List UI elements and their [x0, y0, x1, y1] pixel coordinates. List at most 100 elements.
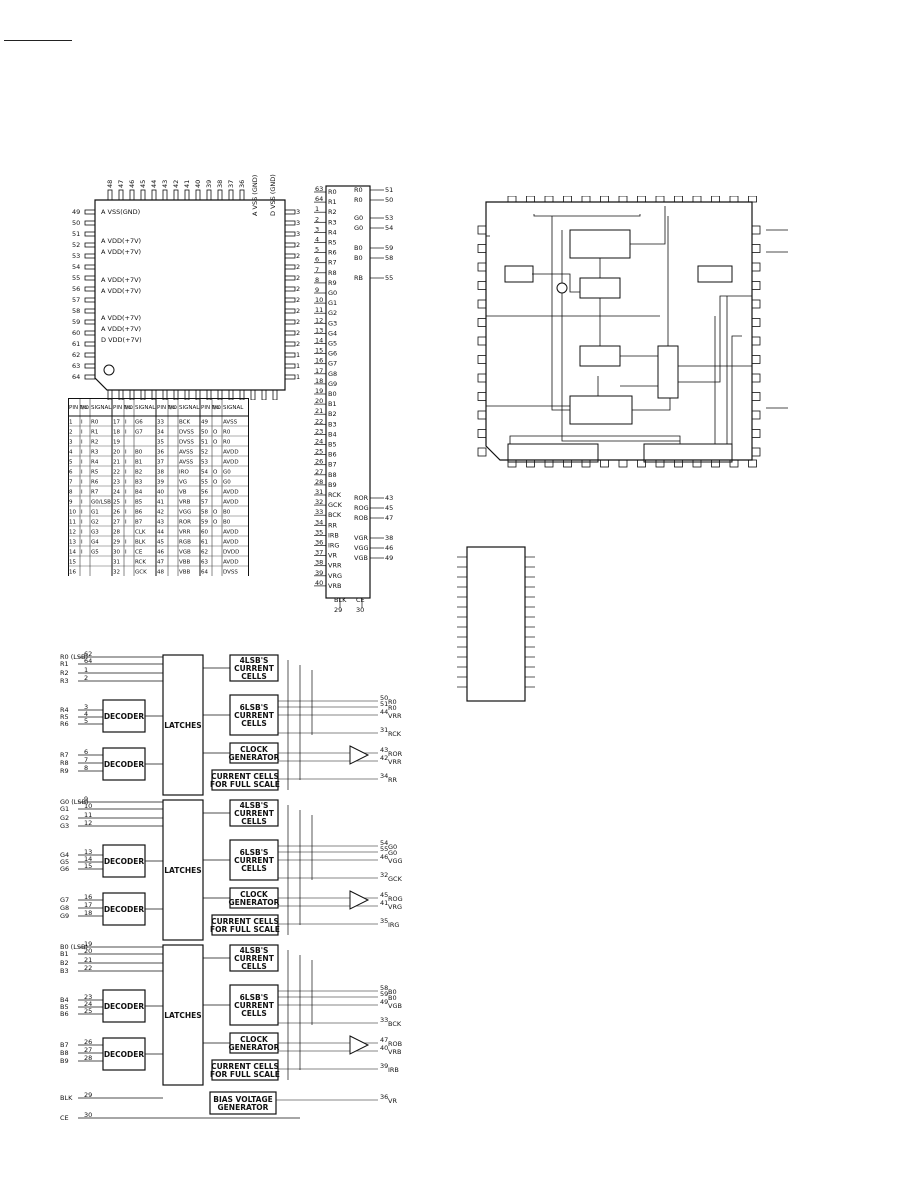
strip-left-pin-number: 3: [315, 225, 319, 233]
output-pin-number: 35: [380, 917, 388, 925]
lsb4-current-cells-block-label: CELLS: [241, 817, 267, 826]
table-cell: 9: [69, 500, 73, 506]
table-cell: O: [213, 480, 218, 486]
plcc-left-lead: [477, 447, 487, 457]
left-pin-number: 51: [72, 230, 80, 238]
table-cell: 31: [113, 560, 120, 566]
plcc-left-lead: [477, 392, 487, 401]
output-pin-number: 51: [380, 700, 388, 708]
table-cell: 24: [113, 490, 120, 496]
input-pin-number: 1: [84, 666, 88, 674]
table-cell: DVSS: [179, 440, 194, 446]
table-cell: 39: [157, 480, 164, 486]
strip-left-pin-number: 19: [315, 387, 323, 395]
table-cell: I: [125, 450, 127, 456]
top-pin-number: 48: [106, 180, 114, 188]
right-pin-number: 26: [296, 274, 300, 282]
plcc-top-lead: [600, 196, 609, 203]
table-cell: CE: [135, 550, 143, 556]
lsb4-current-cells-block-label: CURRENT: [234, 664, 275, 673]
lsb6-current-cells-block-label: 6LSB'S: [240, 703, 269, 712]
strip-right-signal: G0: [354, 214, 363, 222]
right-pin: [284, 341, 296, 347]
strip-body: [325, 185, 371, 599]
output-pin-number: 55: [380, 845, 388, 853]
table-cell: O: [213, 520, 218, 526]
table-cell: I: [125, 420, 127, 426]
lsb6-current-cells-block-label: CURRENT: [234, 1001, 275, 1010]
left-pin-number: 59: [72, 318, 80, 326]
bias-voltage-generator-block-label: BIAS VOLTAGE: [213, 1095, 273, 1104]
input-signal: G4: [60, 851, 69, 859]
top-pin-number: 38: [216, 180, 224, 188]
strip-left-pin-number: 32: [315, 498, 323, 506]
right-pin-number: 29: [296, 241, 300, 249]
strip-left-pin-number: 27: [315, 468, 323, 476]
right-pin-number: 31: [296, 219, 300, 227]
small-ic-body: [466, 546, 526, 702]
table-cell: VBB: [179, 560, 191, 566]
strip-left-signal: R0: [328, 188, 337, 196]
table-header: PIN No.: [157, 405, 177, 411]
bottom-pin: [118, 389, 124, 400]
right-pin-number: 21: [296, 329, 300, 337]
input-signal: R4: [60, 706, 69, 714]
plcc-wire: [678, 295, 752, 383]
top-pin-number: 47: [117, 180, 125, 188]
right-pin: [284, 352, 296, 358]
table-cell: 26: [113, 510, 120, 516]
output-signal: R0: [388, 704, 397, 712]
package-supply-label: A VDD(+7V): [101, 325, 141, 333]
top-pin-number: 39: [205, 180, 213, 188]
plcc-top-lead: [674, 196, 683, 203]
plcc-wire: [532, 273, 580, 293]
input-pin-number: 19: [84, 940, 92, 948]
output-signal: RR: [388, 776, 398, 784]
input-signal: R6: [60, 720, 69, 728]
right-pin: [284, 286, 296, 292]
table-header: I/O: [213, 405, 221, 411]
plcc-left-lead: [477, 318, 487, 327]
strip-left-signal: RR: [328, 521, 338, 529]
table-cell: B2: [135, 470, 142, 476]
right-pin: [284, 330, 296, 336]
strip-left-pin-number: 17: [315, 367, 323, 375]
strip-right-signal: VGR: [354, 534, 368, 542]
output-signal: GCK: [388, 875, 403, 883]
input-signal: G8: [60, 904, 69, 912]
table-cell: 18: [113, 430, 120, 436]
output-pin-number: 32: [380, 871, 388, 879]
table-cell: I: [125, 470, 127, 476]
table-cell: I: [81, 430, 83, 436]
output-pin-number: 44: [380, 708, 388, 716]
top-pin-number: 41: [183, 180, 191, 188]
output-pin-number: 46: [380, 853, 388, 861]
input-signal: B8: [60, 1049, 69, 1057]
output-signal: IRB: [388, 1066, 399, 1074]
table-cell: AVDD: [223, 460, 239, 466]
output-signal: ROR: [388, 750, 403, 758]
table-cell: VGB: [179, 550, 191, 556]
input-pin-number: 12: [84, 819, 92, 827]
table-cell: R0: [223, 440, 231, 446]
strip-left-pin-number: 15: [315, 347, 323, 355]
strip-left-signal: B4: [328, 430, 337, 438]
input-signal: R9: [60, 767, 69, 775]
bias-output-pin-number: 36: [380, 1093, 388, 1101]
decoder-block: [102, 844, 146, 878]
bias-voltage-generator-block-label: GENERATOR: [218, 1103, 269, 1112]
clock-generator-block-label: CLOCK: [240, 745, 269, 754]
input-signal: R0 (LSB): [60, 653, 88, 661]
output-pin-number: 42: [380, 754, 388, 762]
table-cell: 10: [69, 510, 76, 516]
table-cell: 46: [157, 550, 164, 556]
bottom-pin: [140, 389, 146, 400]
strip-right-pin-number: 58: [385, 254, 393, 262]
full-scale-current-cells-block-label: FOR FULL SCALE: [210, 1070, 280, 1079]
table-cell: 35: [157, 440, 164, 446]
strip-right-pin-number: 55: [385, 274, 393, 282]
lsb6-current-cells-block-label: 6LSB'S: [240, 993, 269, 1002]
strip-left-signal: VR: [328, 552, 337, 560]
table-cell: O: [213, 470, 218, 476]
